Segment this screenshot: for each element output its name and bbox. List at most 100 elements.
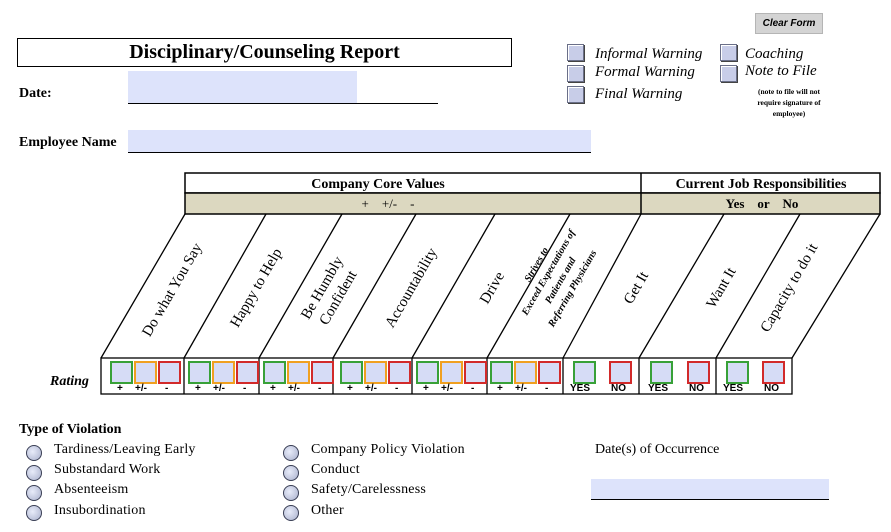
occurrence-label: Date(s) of Occurrence (595, 442, 720, 457)
job-scale: Yes or No (726, 196, 799, 211)
plusminus-label: +/- (515, 383, 527, 394)
core-values-scale: + +/- - (362, 196, 415, 211)
employee-name-field[interactable] (128, 130, 591, 152)
rating-plusminus-box[interactable] (287, 361, 310, 384)
plus-label: + (195, 383, 201, 394)
violation-radio[interactable] (283, 505, 299, 521)
violation-radio[interactable] (26, 485, 42, 501)
date-field[interactable] (128, 71, 357, 103)
coaching-checkbox[interactable] (720, 44, 737, 61)
occurrence-field[interactable] (591, 479, 829, 499)
violation-option-label: Other (311, 503, 344, 518)
minus-label: - (165, 383, 169, 394)
rating-plusminus-box[interactable] (440, 361, 463, 384)
yes-box[interactable] (650, 361, 673, 384)
rating-minus-box[interactable] (538, 361, 561, 384)
col-want-it: Want It (704, 264, 740, 311)
violation-option-label: Safety/Carelessness (311, 482, 426, 497)
yes-box[interactable] (726, 361, 749, 384)
col-get-it: Get It (621, 268, 653, 307)
col-capacity: Capacity to do it (758, 240, 822, 335)
col-do-what-you-say: Do what You Say (139, 240, 206, 339)
rating-plusminus-box[interactable] (212, 361, 235, 384)
minus-label: - (471, 383, 475, 394)
yes-label: YES (648, 383, 669, 394)
violation-radio[interactable] (283, 445, 299, 461)
page-title: Disciplinary/Counseling Report (17, 38, 512, 67)
employee-name-label: Employee Name (19, 135, 117, 150)
plusminus-label: +/- (441, 383, 453, 394)
yes-label: YES (723, 383, 744, 394)
rating-minus-box[interactable] (388, 361, 411, 384)
clear-form-label: Clear Form (762, 18, 816, 29)
rating-minus-box[interactable] (311, 361, 334, 384)
plus-label: + (347, 383, 353, 394)
yes-box[interactable] (573, 361, 596, 384)
violation-radio[interactable] (26, 465, 42, 481)
violation-title: Type of Violation (19, 422, 122, 437)
no-label: NO (689, 383, 704, 394)
violation-option-label: Company Policy Violation (311, 442, 465, 457)
note-to-file-label: Note to File (745, 63, 817, 79)
informal-warning-checkbox[interactable] (567, 44, 584, 61)
rating-plusminus-box[interactable] (364, 361, 387, 384)
plusminus-label: +/- (365, 383, 377, 394)
job-responsibilities-header: Current Job Responsibilities (676, 177, 847, 192)
coaching-label: Coaching (745, 46, 804, 62)
rating-plus-box[interactable] (110, 361, 133, 384)
rating-separators (183, 358, 717, 394)
date-label: Date: (19, 86, 52, 101)
formal-warning-label: Formal Warning (595, 64, 695, 80)
date-underline (128, 103, 438, 104)
rating-plus-box[interactable] (263, 361, 286, 384)
minus-label: - (545, 383, 549, 394)
plusminus-label: +/- (213, 383, 225, 394)
occurrence-underline (591, 499, 829, 500)
page-title-text: Disciplinary/Counseling Report (129, 41, 400, 63)
employee-underline (128, 152, 591, 153)
clear-form-button[interactable]: Clear Form (755, 13, 823, 34)
violation-option-label: Insubordination (54, 503, 146, 518)
note-to-file-disclaimer: (note to file will not require signature… (746, 86, 832, 119)
note-to-file-checkbox[interactable] (720, 65, 737, 82)
slant-dividers (100, 213, 881, 359)
column-labels: Do what You Say Happy to Help Be Humbly … (139, 240, 821, 339)
note-line-1: (note to file will not (757, 87, 821, 96)
minus-label: - (243, 383, 247, 394)
rating-plusminus-box[interactable] (514, 361, 537, 384)
plusminus-label: +/- (135, 383, 147, 394)
no-box[interactable] (762, 361, 785, 384)
no-box[interactable] (687, 361, 710, 384)
no-label: NO (764, 383, 779, 394)
rating-plus-box[interactable] (490, 361, 513, 384)
no-box[interactable] (609, 361, 632, 384)
formal-warning-checkbox[interactable] (567, 65, 584, 82)
violation-radio[interactable] (26, 445, 42, 461)
rating-plus-box[interactable] (416, 361, 439, 384)
rating-minus-box[interactable] (236, 361, 259, 384)
no-label: NO (611, 383, 626, 394)
rating-minus-box[interactable] (464, 361, 487, 384)
minus-label: - (395, 383, 399, 394)
plus-label: + (270, 383, 276, 394)
rating-plus-box[interactable] (188, 361, 211, 384)
rating-minus-box[interactable] (158, 361, 181, 384)
violation-radio[interactable] (26, 505, 42, 521)
final-warning-checkbox[interactable] (567, 86, 584, 103)
plusminus-label: +/- (288, 383, 300, 394)
violation-option-label: Tardiness/Leaving Early (54, 442, 196, 457)
informal-warning-label: Informal Warning (595, 46, 703, 62)
violation-radio[interactable] (283, 465, 299, 481)
violation-radio[interactable] (283, 485, 299, 501)
violation-option-label: Absenteeism (54, 482, 129, 497)
plus-label: + (497, 383, 503, 394)
rating-plus-box[interactable] (340, 361, 363, 384)
note-line-2: require signature of (757, 98, 821, 107)
yes-label: YES (570, 383, 591, 394)
note-line-3: employee) (772, 109, 806, 118)
rating-plusminus-box[interactable] (134, 361, 157, 384)
minus-label: - (318, 383, 322, 394)
plus-label: + (423, 383, 429, 394)
violation-option-label: Substandard Work (54, 462, 161, 477)
